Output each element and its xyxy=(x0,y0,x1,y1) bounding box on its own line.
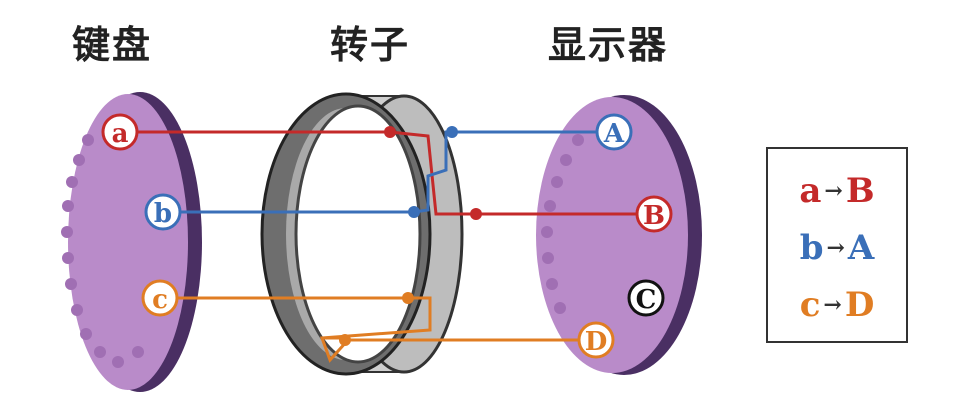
keyboard-title: 键盘 xyxy=(72,23,153,67)
lamp-D: D xyxy=(577,321,615,359)
rotor xyxy=(260,92,464,376)
rotor-title: 转子 xyxy=(330,23,411,67)
lamp-D-label: D xyxy=(585,327,608,357)
key-c-label: c xyxy=(152,285,168,315)
legend-to: B xyxy=(845,171,875,211)
keyboard-dots xyxy=(61,134,144,368)
legend-row-a-B: a→B xyxy=(768,171,906,211)
key-a-label: a xyxy=(112,119,129,149)
mapping-legend: a→B b→A c→D xyxy=(766,147,908,343)
lamp-C-label: C xyxy=(636,285,657,315)
lamp-B-label: B xyxy=(643,201,665,231)
display-dots xyxy=(541,134,584,314)
legend-from: c xyxy=(799,285,821,325)
lamp-A-label: A xyxy=(603,119,625,149)
display-title: 显示器 xyxy=(548,23,669,67)
legend-row-c-D: c→D xyxy=(768,285,906,325)
wire-junctions xyxy=(339,126,482,346)
lamp-B: B xyxy=(635,195,673,233)
legend-to: D xyxy=(844,285,875,325)
key-a[interactable]: a xyxy=(101,113,139,151)
arrow-icon: → xyxy=(824,178,843,204)
key-c[interactable]: c xyxy=(141,279,179,317)
key-b-label: b xyxy=(154,199,172,229)
legend-from: b xyxy=(799,228,824,268)
legend-row-b-A: b→A xyxy=(768,228,906,268)
legend-to: A xyxy=(847,228,875,268)
lamp-C: C xyxy=(627,279,665,317)
arrow-icon: → xyxy=(826,235,845,261)
key-b[interactable]: b xyxy=(144,193,182,231)
arrow-icon: → xyxy=(823,292,842,318)
legend-from: a xyxy=(799,171,822,211)
lamp-A: A xyxy=(595,113,633,151)
